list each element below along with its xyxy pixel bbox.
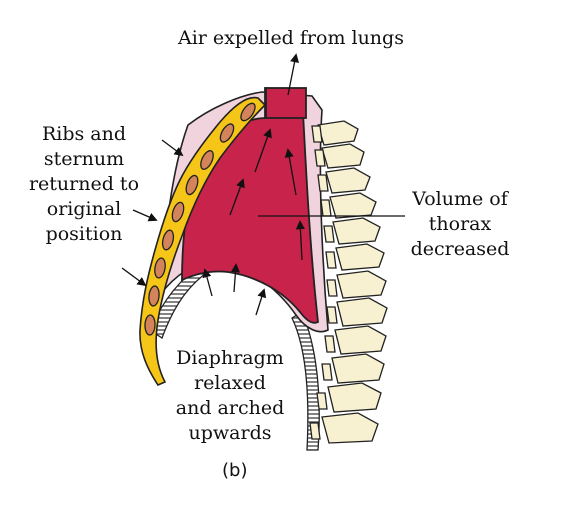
ribs-label-line: original [46, 198, 122, 220]
lung-arrow-2 [284, 148, 297, 196]
diaphragm-label-line: upwards [188, 422, 272, 444]
rib-arrow-3 [121, 267, 147, 287]
diaphragm-label-line: and arched [175, 397, 285, 419]
air-out-arrow [287, 53, 300, 96]
volume-label-line: thorax [428, 213, 492, 235]
trachea [265, 87, 307, 119]
lung-arrow-1 [254, 128, 272, 173]
figure-caption: (b) [222, 460, 248, 481]
ribs-label-line: sternum [43, 148, 125, 170]
diaphragm-label-line: relaxed [194, 372, 266, 394]
ribs-label: Ribs and sternum returned to original po… [18, 122, 150, 247]
volume-label: Volume of thorax decreased [394, 187, 526, 262]
diaphragm-arrow-2 [230, 263, 240, 293]
volume-label-line: decreased [410, 238, 510, 260]
lung-arrow-3 [229, 178, 245, 216]
ribs-label-line: position [45, 223, 123, 245]
rib-arrow-2 [132, 209, 158, 222]
vertebral-column [309, 120, 388, 444]
lung-arrow-4 [295, 220, 305, 261]
diaphragm-label-line: Diaphragm [176, 347, 284, 369]
diaphragm-label: Diaphragm relaxed and arched upwards [164, 346, 296, 446]
ribs-label-line: returned to [28, 173, 140, 195]
rib-ovals [144, 102, 256, 336]
ribs-label-line: Ribs and [41, 123, 127, 145]
diaphragm-arrow-1 [202, 268, 213, 297]
arrows [121, 53, 305, 316]
air-expelled-label: Air expelled from lungs [178, 27, 404, 49]
rib-arrow-1 [161, 139, 184, 157]
volume-label-line: Volume of [412, 188, 508, 210]
diaphragm-right-hatch [291, 311, 320, 451]
diaphragm-arrow-3 [255, 288, 267, 316]
